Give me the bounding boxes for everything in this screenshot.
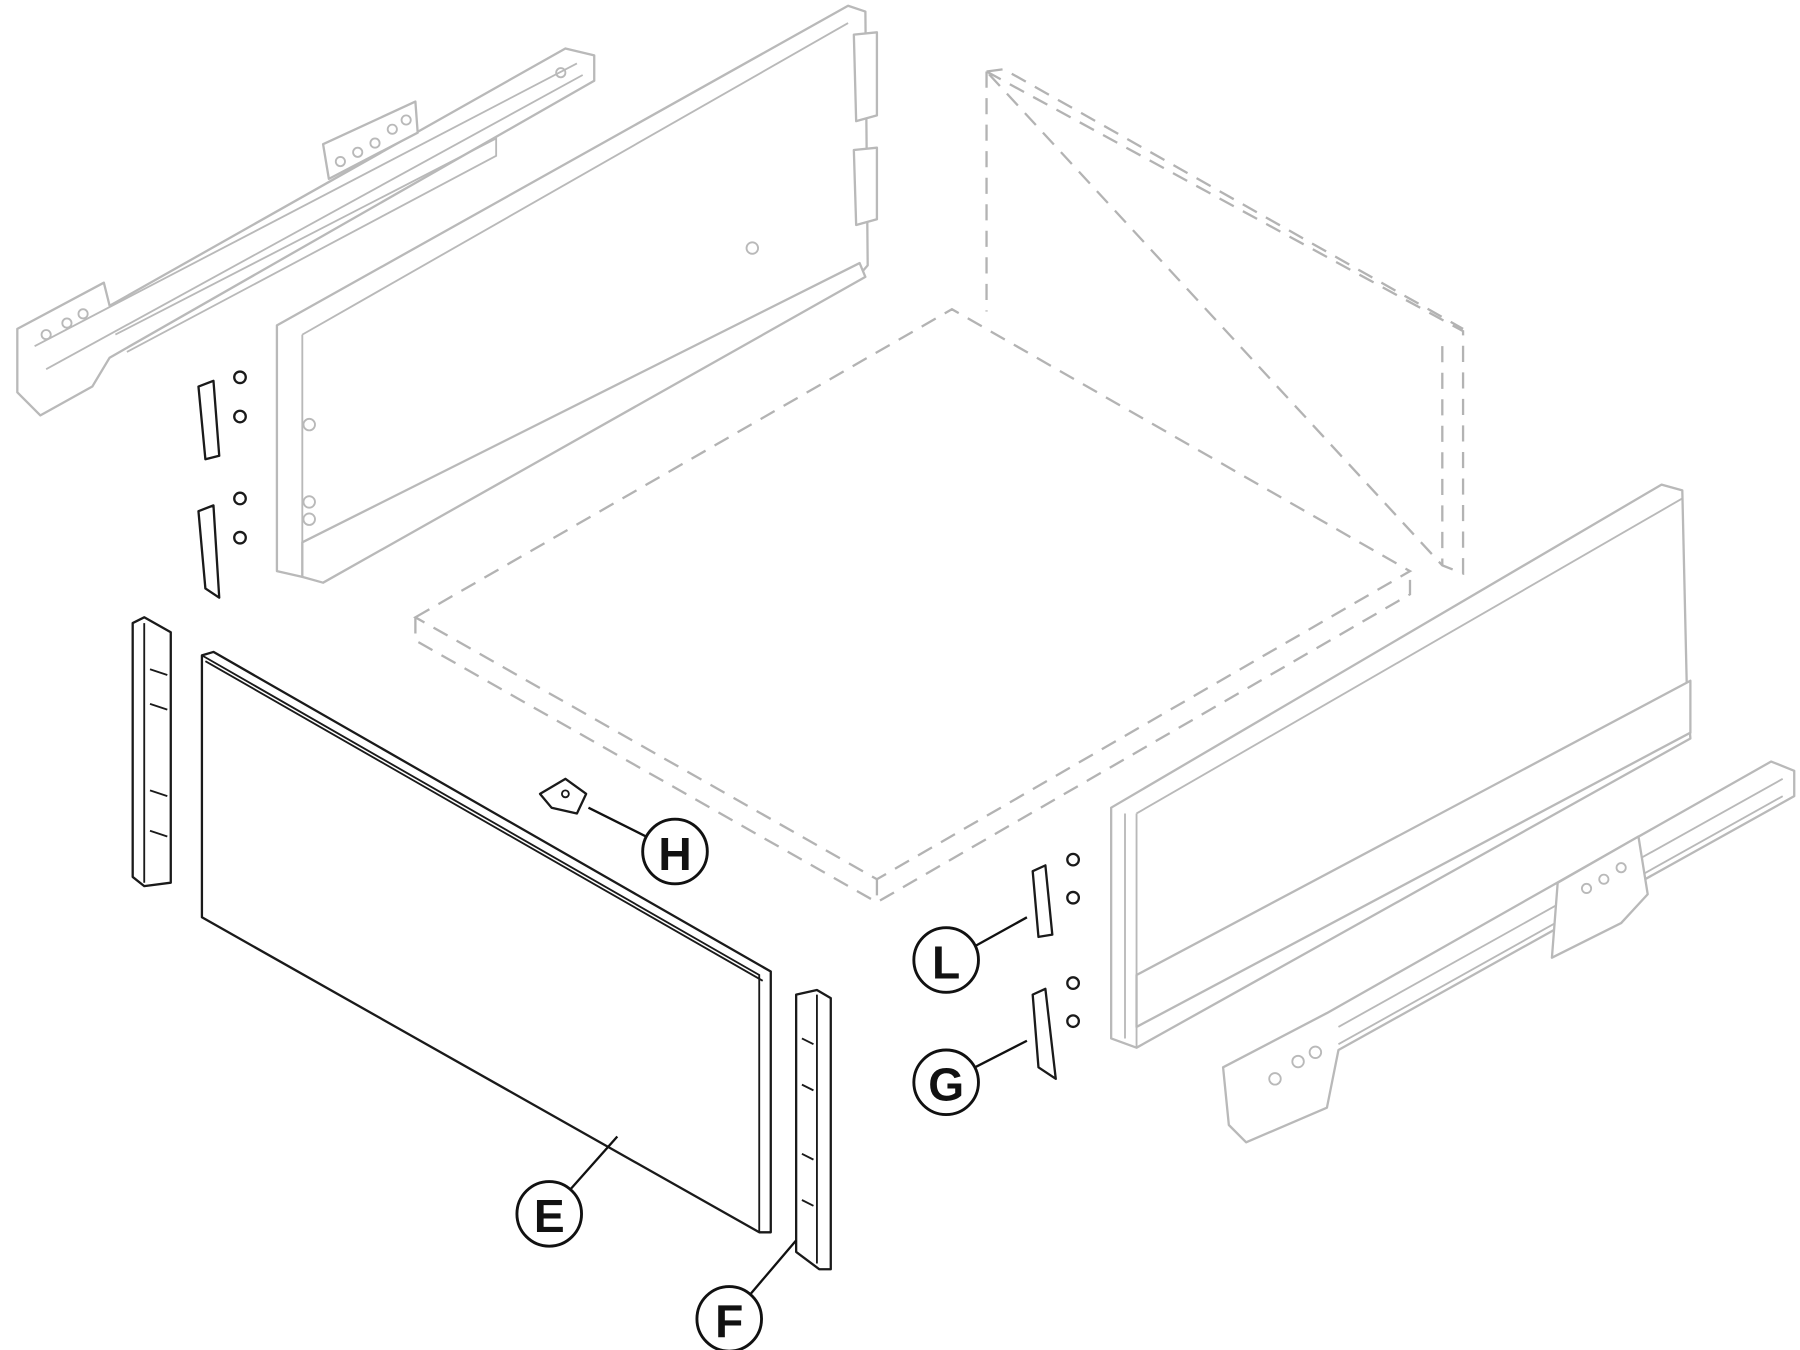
callout-e: E (515, 1180, 583, 1248)
callout-l-text: L (932, 936, 960, 988)
front-panel-e (200, 650, 772, 1234)
drawer-bottom-outline (413, 307, 1413, 904)
callout-l: L (912, 926, 980, 994)
callout-h: H (641, 817, 709, 886)
leader-line-h (587, 806, 647, 838)
callout-g-text: G (928, 1059, 964, 1111)
right-runner-rail (1221, 760, 1796, 1144)
leader-line-g (974, 1039, 1028, 1069)
left-runner-rail (16, 47, 596, 417)
clip-h (538, 777, 588, 815)
right-side-panel (1109, 483, 1692, 1049)
rear-bracket-l (1031, 852, 1080, 939)
leader-line-l (974, 916, 1028, 948)
leader-line-f (749, 1239, 798, 1296)
back-panel-outline (985, 68, 1465, 576)
rear-bracket-lower-left (197, 491, 247, 599)
callout-g: G (912, 1048, 980, 1117)
rear-bracket-g (1031, 976, 1080, 1080)
leader-line-e (570, 1135, 619, 1190)
front-fixing-bracket-f (794, 988, 832, 1271)
callout-f: F (695, 1285, 763, 1350)
callout-e-text: E (534, 1190, 565, 1242)
callout-f-text: F (715, 1295, 743, 1347)
callout-h-text: H (658, 828, 691, 880)
rear-bracket-upper-left (197, 370, 247, 461)
left-side-panel (275, 4, 879, 584)
front-fixing-bracket-left (131, 616, 172, 888)
